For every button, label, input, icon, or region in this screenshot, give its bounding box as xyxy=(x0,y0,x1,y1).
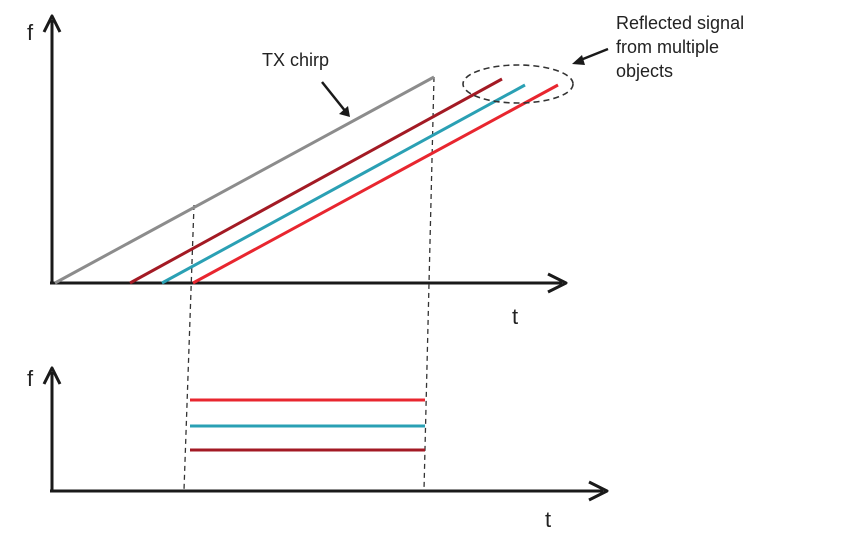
bottom-y-arrowhead xyxy=(42,366,62,385)
rx-chirp-dark-red xyxy=(129,77,503,285)
tx-chirp-line xyxy=(54,75,435,285)
reflection-ellipse xyxy=(462,64,574,104)
guide-line-left xyxy=(183,204,195,491)
guide-line-right xyxy=(423,76,435,491)
top-plot: f t TX chirp Reflected signal from multi… xyxy=(27,13,749,491)
tx-chirp-label: TX chirp xyxy=(262,50,329,70)
tx-pointer-arrowhead xyxy=(339,106,350,117)
bottom-x-arrowhead xyxy=(588,480,609,502)
rx-chirp-red xyxy=(192,83,559,285)
reflection-note: Reflected signal from multiple objects xyxy=(616,13,749,81)
bottom-x-axis-label: t xyxy=(545,507,551,532)
reflection-note-line-3: objects xyxy=(616,61,673,81)
reflection-note-line-2: from multiple xyxy=(616,37,719,57)
top-y-arrowhead xyxy=(42,14,62,33)
top-x-axis-label: t xyxy=(512,304,518,329)
bottom-plot: f t xyxy=(27,366,609,532)
tx-pointer-arrow xyxy=(321,81,347,113)
reflection-pointer-arrowhead xyxy=(572,55,585,65)
reflection-note-line-1: Reflected signal xyxy=(616,13,744,33)
rx-chirp-teal xyxy=(161,83,526,285)
top-x-arrowhead xyxy=(547,272,568,294)
top-y-axis-label: f xyxy=(27,20,34,45)
bottom-y-axis-label: f xyxy=(27,366,34,391)
